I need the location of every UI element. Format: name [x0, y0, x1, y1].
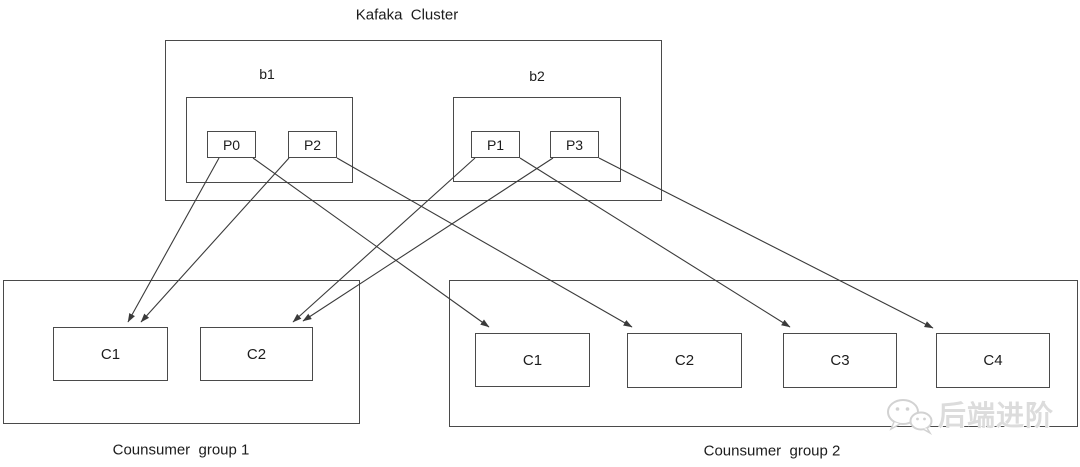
group2-consumer-c3-label: C3: [830, 352, 850, 369]
group2-consumer-c3-box: C3: [783, 333, 897, 388]
group2-consumer-c2-box: C2: [627, 333, 742, 388]
group2-consumer-c2-label: C2: [674, 352, 695, 369]
group1-consumer-c1-box: C1: [53, 327, 168, 381]
group1-consumer-c1-label: C1: [100, 345, 121, 363]
consumer-group-1-label: Counsumer group 1: [112, 441, 250, 459]
consumer-group-2-label: Counsumer group 2: [703, 442, 841, 460]
partition-p0-label: P0: [222, 136, 241, 153]
watermark: 后端进阶: [884, 396, 1080, 436]
broker-b1-label: b1: [259, 66, 275, 82]
partition-p2-box: P2: [288, 131, 337, 158]
diagram-title: Kafaka Cluster: [355, 6, 459, 24]
partition-p3-label: P3: [565, 136, 584, 153]
watermark-text: 后端进阶: [938, 400, 1055, 431]
partition-p3-box: P3: [550, 131, 599, 158]
group2-consumer-c4-box: C4: [936, 333, 1050, 388]
group1-consumer-c2-box: C2: [200, 327, 313, 381]
group2-consumer-c1-box: C1: [475, 333, 590, 387]
group1-consumer-c2-label: C2: [246, 345, 267, 363]
group2-consumer-c1-label: C1: [522, 351, 543, 369]
partition-p1-box: P1: [471, 131, 520, 158]
wechat-icon: [887, 399, 933, 435]
broker-b2-label: b2: [529, 68, 545, 84]
partition-p2-label: P2: [303, 136, 322, 153]
partition-p0-box: P0: [207, 131, 256, 158]
group2-consumer-c4-label: C4: [983, 352, 1003, 369]
partition-p1-label: P1: [486, 136, 505, 153]
